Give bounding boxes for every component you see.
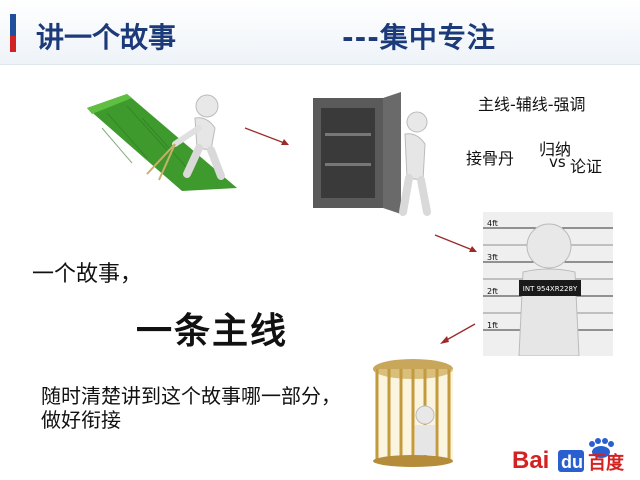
grass-cutting-illustration [87,94,237,191]
mugshot-illustration: 4ft 3ft 2ft 1ft INT 954XR228Y [483,212,613,356]
bone-graft-note: 接骨丹 [466,149,515,168]
arrow-2 [434,234,477,252]
one-main-line-text: 一条主线 [136,311,289,352]
mugshot-plate: INT 954XR228Y [523,285,578,293]
one-story-text: 一个故事， [32,262,143,287]
transition-text: 随时清楚讲到这个故事哪一部分，做好衔接 [41,384,341,432]
svg-text:百度: 百度 [588,452,625,474]
argument-note: 论证 [570,157,603,176]
safe-illustration [313,92,431,216]
arrow-1 [244,127,289,145]
accent-bar-red [10,36,16,52]
arrow-3 [440,323,476,344]
baidu-logo: Bai du 百度 [512,438,630,474]
cage-illustration [373,359,453,467]
vs-note: vs [549,153,566,171]
page-subtitle: ---集中专注 [342,21,496,54]
height-2ft: 2ft [487,287,498,296]
header-bar: 讲一个故事 ---集中专注 [0,0,640,65]
height-4ft: 4ft [487,219,498,228]
page-title: 讲一个故事 [36,21,177,54]
main-line-note: 主线-辅线-强调 [478,95,586,114]
induction-note: 归纳 [539,140,572,159]
svg-text:du: du [561,452,583,472]
svg-text:Bai: Bai [512,447,549,474]
height-1ft: 1ft [487,321,498,330]
height-3ft: 3ft [487,253,498,262]
accent-bar-blue [10,14,16,52]
